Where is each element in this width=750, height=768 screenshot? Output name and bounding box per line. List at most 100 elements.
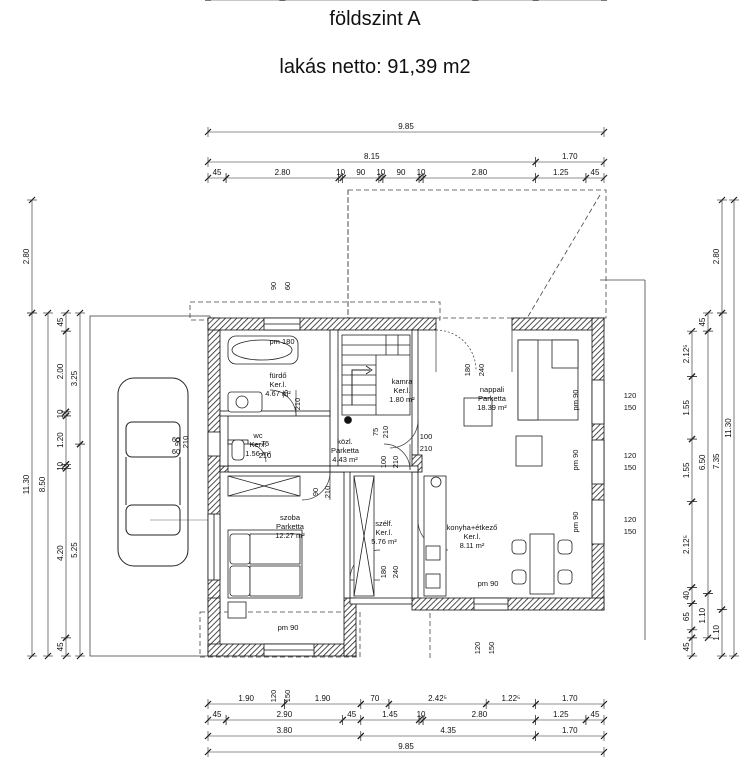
dim-label-left: 2.00 bbox=[56, 363, 65, 379]
opening-label-o18: 240 bbox=[477, 364, 486, 377]
room-label-furdo-name: fürdő bbox=[269, 371, 286, 380]
room-label-szoba-floor: Parketta bbox=[276, 522, 305, 531]
opening-label-o25: 120 bbox=[473, 642, 482, 655]
room-label-kozl-area: 4.43 m² bbox=[332, 455, 358, 464]
interior-walls bbox=[219, 329, 423, 605]
dim-label-bottom: 45 bbox=[347, 710, 356, 719]
room-label-kamra-floor: Ker.l. bbox=[393, 386, 410, 395]
dim-label-bottom: 2.80 bbox=[472, 710, 488, 719]
dim-label-right: 1.55 bbox=[682, 462, 691, 478]
opening-label-o9: 90 bbox=[311, 488, 320, 496]
plan-title: földszint A bbox=[329, 8, 421, 30]
window-label-w-nappali-3: pm 90 bbox=[571, 512, 580, 533]
dim-label-right: 65 bbox=[682, 612, 691, 621]
room-label-kozl-floor: Parketta bbox=[331, 446, 360, 455]
dim-label-right: 45 bbox=[698, 317, 707, 326]
room-label-szelf-floor: Ker.l. bbox=[375, 528, 392, 537]
plan-subtitle: lakás netto: 91,39 m2 bbox=[279, 56, 471, 78]
dim-label-right: 40 bbox=[682, 590, 691, 599]
room-label-furdo-floor: Ker.l. bbox=[269, 380, 286, 389]
opening-label-o17: 180 bbox=[463, 364, 472, 377]
dim-label-top: 90 bbox=[397, 168, 406, 177]
opening-label-o23: 120 bbox=[624, 515, 637, 524]
dim-label-left: 5.25 bbox=[70, 542, 79, 558]
opening-label-o4: 60 bbox=[172, 447, 180, 456]
opening-label-o19: 120 bbox=[624, 391, 637, 400]
dim-label-left: 3.25 bbox=[70, 370, 79, 386]
opening-label-o32: 210 bbox=[181, 436, 190, 449]
opening-label-o28: 150 bbox=[283, 690, 292, 703]
dim-label-top: 1.85 bbox=[237, 0, 253, 2]
dim-label-top: 2.80 bbox=[275, 168, 291, 177]
room-label-nappali-name: nappali bbox=[480, 385, 505, 394]
opening-label-o10: 210 bbox=[323, 486, 332, 499]
dim-label-top: 1.25 bbox=[553, 168, 569, 177]
room-label-szoba-area: 12.27 m² bbox=[275, 531, 305, 540]
dim-label-right: 6.50 bbox=[698, 454, 707, 470]
dim-label-right: 45 bbox=[682, 642, 691, 651]
opening-label-o24: 150 bbox=[624, 527, 637, 536]
opening-label-o2: 60 bbox=[283, 282, 292, 290]
dim-label-top: 9.85 bbox=[398, 122, 414, 131]
room-label-szelf-name: szélf. bbox=[375, 519, 393, 528]
dim-label-bottom: 3.80 bbox=[277, 726, 293, 735]
opening-label-o20: 150 bbox=[624, 403, 637, 412]
room-label-wc-name: wc bbox=[252, 431, 262, 440]
opening-label-o31: 90 bbox=[173, 438, 182, 446]
room-label-kozl-name: közl. bbox=[337, 437, 352, 446]
dim-label-bottom: 45 bbox=[591, 710, 600, 719]
dim-label-bottom: 4.35 bbox=[440, 726, 456, 735]
room-label-kamra-name: kamra bbox=[392, 377, 414, 386]
dim-label-bottom: 1.70 bbox=[562, 694, 578, 703]
dim-label-top: 1.70 bbox=[562, 0, 578, 2]
room-label-konyha-name: konyha+étkező bbox=[447, 523, 498, 532]
door-swings bbox=[247, 318, 513, 581]
opening-label-o7: 75 bbox=[261, 439, 269, 448]
window-label-w-konyha: pm 90 bbox=[478, 579, 499, 588]
opening-label-o29: 180 bbox=[379, 566, 388, 579]
dim-label-bottom: 70 bbox=[370, 694, 379, 703]
dim-label-right: 1.55 bbox=[682, 399, 691, 415]
dim-label-right: 7.35 bbox=[712, 453, 721, 469]
opening-label-o3: 60 bbox=[172, 435, 180, 444]
room-label-wc-floor: Ker.l. bbox=[249, 440, 266, 449]
staircase bbox=[341, 334, 411, 424]
dim-label-left: 2.80 bbox=[22, 248, 31, 264]
dim-label-left: 10 bbox=[56, 461, 65, 470]
dim-label-bottom: 1.22⁵ bbox=[501, 694, 520, 703]
dim-label-left: 10 bbox=[56, 409, 65, 418]
dim-label-bottom: 1.45 bbox=[382, 710, 398, 719]
opening-label-o22: 150 bbox=[624, 463, 637, 472]
dim-label-right: 11.30 bbox=[724, 418, 733, 438]
room-label-szelf-area: 5.76 m² bbox=[371, 537, 397, 546]
opening-label-o21: 120 bbox=[624, 451, 637, 460]
opening-label-o11: 75 bbox=[371, 428, 380, 436]
dim-label-bottom: 2.42⁵ bbox=[428, 694, 447, 703]
dim-label-bottom: 1.90 bbox=[238, 694, 254, 703]
dim-label-bottom: 1.70 bbox=[562, 726, 578, 735]
room-label-konyha-area: 8.11 m² bbox=[460, 541, 485, 550]
dim-label-top: 1.70 bbox=[562, 152, 578, 161]
window-label-w-nappali-2: pm 90 bbox=[571, 450, 580, 471]
room-label-furdo-area: 4.67 m² bbox=[265, 389, 291, 398]
opening-label-o12: 210 bbox=[381, 426, 390, 439]
room-label-szoba-name: szoba bbox=[280, 513, 301, 522]
dim-label-top: 1.50 bbox=[498, 0, 514, 2]
dim-label-top: 90 bbox=[356, 168, 365, 177]
opening-label-o13: 100 bbox=[420, 432, 433, 441]
opening-label-o15: 100 bbox=[379, 456, 388, 469]
opening-label-o5: 75 bbox=[281, 390, 290, 398]
opening-label-o14: 210 bbox=[420, 444, 433, 453]
opening-label-o8: 210 bbox=[259, 451, 272, 460]
room-label-nappali-floor: Parketta bbox=[478, 394, 507, 403]
dim-label-top: 45 bbox=[591, 168, 600, 177]
dim-label-bottom: 1.90 bbox=[315, 694, 331, 703]
dim-label-right: 2.80 bbox=[712, 248, 721, 264]
room-label-nappali-area: 18.39 m² bbox=[477, 403, 507, 412]
window-label-w-furdo: pm 180 bbox=[269, 337, 294, 346]
dim-label-left: 11.30 bbox=[22, 474, 31, 494]
dim-label-bottom: 10 bbox=[417, 710, 426, 719]
